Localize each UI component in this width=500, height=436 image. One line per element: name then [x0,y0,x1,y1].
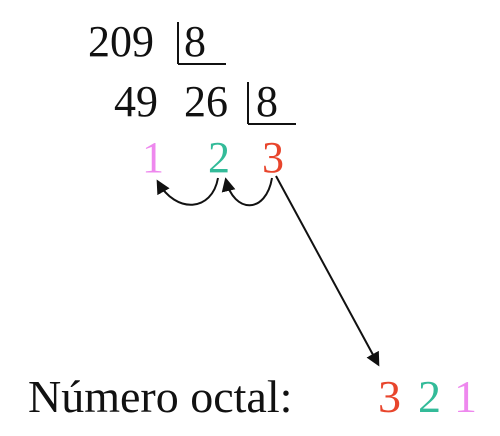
digit-3-red: 3 [262,133,284,182]
quotient-26: 26 [184,77,228,126]
result-digit-1: 1 [454,371,477,422]
divisor-8-second: 8 [256,77,278,126]
digit-2-green: 2 [208,133,230,182]
arrow-3-to-result [275,175,380,367]
result-digit-2: 2 [418,371,441,422]
digit-1-pink: 1 [142,133,164,182]
curved-arrow-3-to-2 [221,177,273,207]
partial-remainder-49: 49 [114,77,158,126]
octal-number-label: Número octal: [28,371,293,422]
divisor-8-first: 8 [184,17,206,66]
curved-arrow-2-to-1 [156,177,219,206]
dividend-209: 209 [88,17,154,66]
result-digit-3: 3 [378,371,401,422]
